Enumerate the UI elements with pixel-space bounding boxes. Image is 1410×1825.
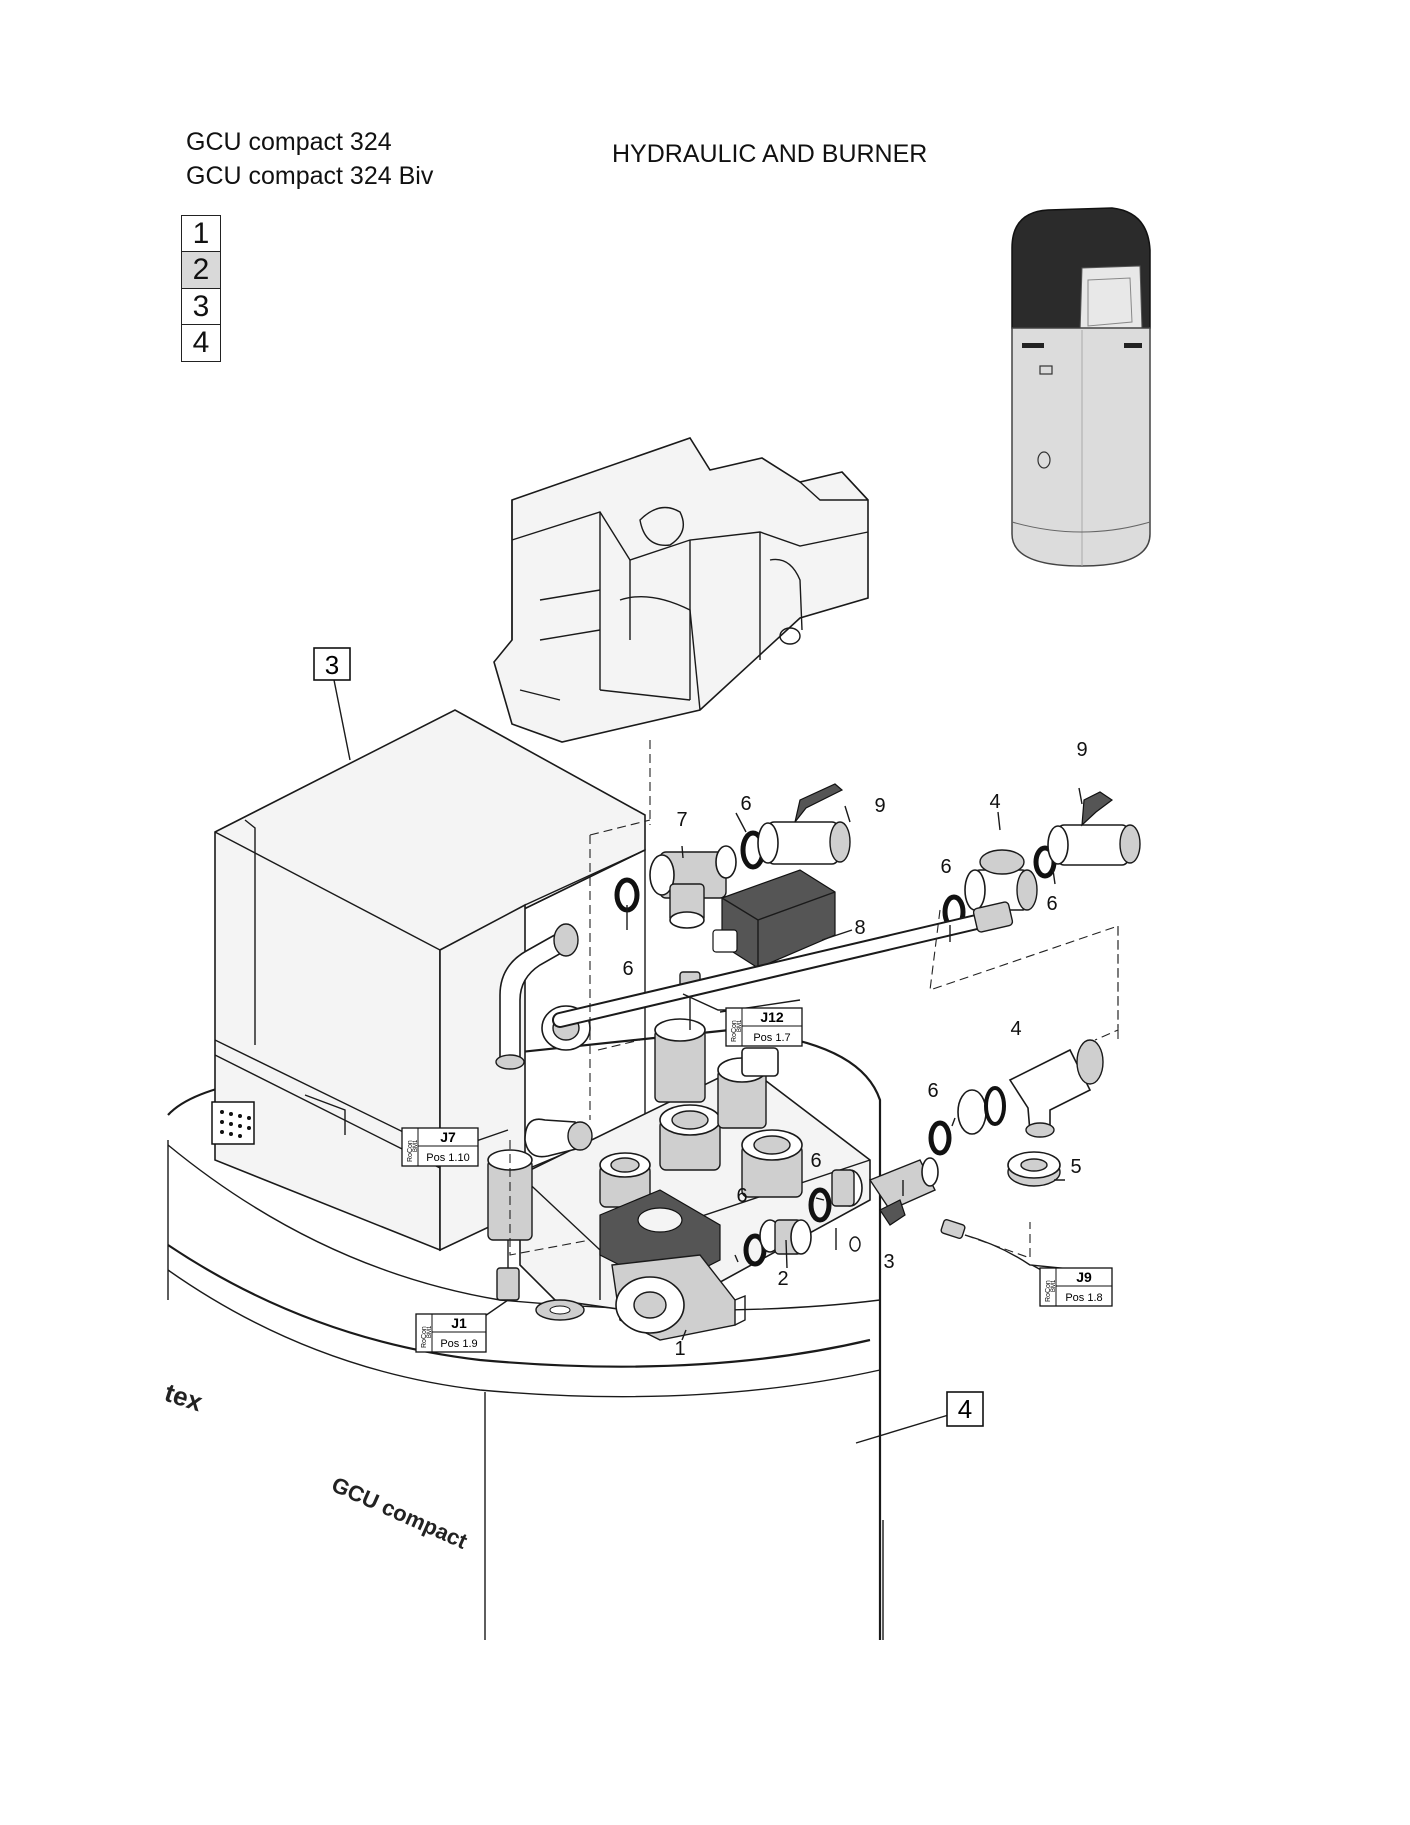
svg-text:BM1: BM1 xyxy=(1051,1279,1057,1292)
svg-text:3: 3 xyxy=(325,650,339,680)
ball-valve-left xyxy=(757,783,851,865)
block-fittings xyxy=(599,1018,803,1208)
part-label-9-right: 9 xyxy=(1076,739,1087,761)
part-label-4-lower: 4 xyxy=(1010,1018,1021,1040)
reducing-nipple xyxy=(1007,1151,1061,1187)
connector-j1[interactable]: RoCon BM1 J1 Pos 1.9 xyxy=(415,1313,487,1353)
svg-text:RoCon: RoCon xyxy=(731,1020,738,1042)
svg-text:RoCon: RoCon xyxy=(407,1140,414,1162)
connector-j9[interactable]: RoCon BM1 J9 Pos 1.8 xyxy=(1039,1267,1113,1307)
part-label-5: 5 xyxy=(1070,1156,1081,1178)
part-number-labels: 1 2 3 4 4 5 6 6 6 6 6 6 6 7 8 9 9 xyxy=(622,739,1087,1360)
svg-text:RoCon: RoCon xyxy=(1045,1280,1052,1302)
connector-j12[interactable]: RoCon BM1 J12 Pos 1.7 xyxy=(725,1007,803,1047)
part-label-2: 2 xyxy=(777,1268,788,1290)
insulation-cover xyxy=(493,437,869,743)
burner-module xyxy=(211,709,646,1252)
svg-text:BM1: BM1 xyxy=(737,1019,743,1032)
tee-fitting-upper xyxy=(964,849,1038,911)
svg-text:J12: J12 xyxy=(760,1009,784,1025)
part-label-6-b: 6 xyxy=(622,958,633,980)
svg-text:J7: J7 xyxy=(440,1129,456,1145)
nav-page-4[interactable]: 4 xyxy=(181,324,221,362)
part-label-3: 3 xyxy=(883,1251,894,1273)
part-label-7: 7 xyxy=(676,809,687,831)
nav-page-2[interactable]: 2 xyxy=(181,251,221,289)
overview-thumbnail xyxy=(1011,207,1151,567)
part-label-6-c: 6 xyxy=(940,856,951,878)
section-title: HYDRAULIC AND BURNER xyxy=(612,140,928,168)
valve-actuator xyxy=(712,869,836,969)
model-title-2: GCU compact 324 Biv xyxy=(186,162,434,190)
product-name-logo: GCU compact xyxy=(328,1472,472,1554)
part-label-6-f: 6 xyxy=(810,1150,821,1172)
svg-text:Pos 1.7: Pos 1.7 xyxy=(753,1032,790,1044)
part-label-8: 8 xyxy=(854,917,865,939)
svg-text:J9: J9 xyxy=(1076,1269,1092,1285)
connector-j7[interactable]: RoCon BM1 J7 Pos 1.10 xyxy=(401,1127,479,1167)
part-label-1: 1 xyxy=(674,1338,685,1360)
part-label-6-e: 6 xyxy=(927,1080,938,1102)
brand-fragment: tex xyxy=(161,1377,207,1417)
svg-text:Pos 1.9: Pos 1.9 xyxy=(440,1338,477,1350)
svg-text:Pos 1.8: Pos 1.8 xyxy=(1065,1292,1102,1304)
svg-text:BM1: BM1 xyxy=(427,1325,433,1338)
pump-side-union xyxy=(759,1169,863,1255)
assembly-guides xyxy=(509,740,1119,1259)
svg-text:4: 4 xyxy=(958,1394,972,1424)
assembly-ref-3[interactable]: 3 xyxy=(313,647,351,681)
part-label-6-g: 6 xyxy=(736,1185,747,1207)
model-title-1: GCU compact 324 xyxy=(186,128,392,156)
part-label-4-upper: 4 xyxy=(989,791,1000,813)
ball-valve-right xyxy=(1047,791,1141,866)
tee-fitting-lower xyxy=(957,1039,1104,1138)
nav-page-3[interactable]: 3 xyxy=(181,287,221,326)
part-label-9-left: 9 xyxy=(874,795,885,817)
three-way-valve xyxy=(649,845,737,929)
hydraulic-block xyxy=(487,1018,871,1341)
svg-text:Pos 1.10: Pos 1.10 xyxy=(426,1152,469,1164)
part-label-6-d: 6 xyxy=(1046,893,1057,915)
page-navigation: 1 2 3 4 xyxy=(181,214,221,362)
svg-text:J1: J1 xyxy=(451,1315,467,1331)
svg-text:RoCon: RoCon xyxy=(421,1326,428,1348)
svg-text:BM1: BM1 xyxy=(413,1139,419,1152)
flex-hose xyxy=(552,901,1014,1028)
assembly-ref-4[interactable]: 4 xyxy=(946,1391,984,1427)
part-label-6-a: 6 xyxy=(740,793,751,815)
circulation-pump xyxy=(599,1189,746,1341)
